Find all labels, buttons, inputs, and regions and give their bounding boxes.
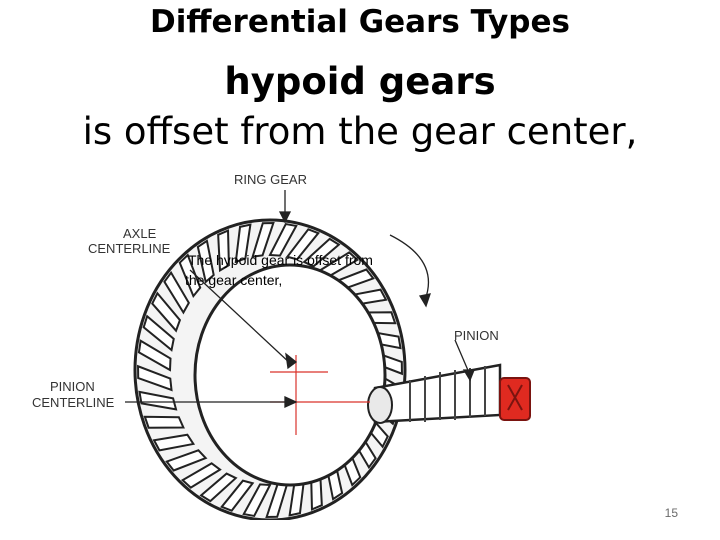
label-pinion-centerline-1: PINION [50, 379, 95, 394]
label-axle-centerline: CENTERLINE [88, 241, 170, 256]
gear-tooth [145, 417, 184, 428]
label-pinion-centerline-2: CENTERLINE [32, 395, 114, 410]
figure-caption-line2: the gear center, [185, 272, 282, 289]
slide-title: Differential Gears Types [0, 4, 720, 40]
page-number: 15 [665, 506, 678, 520]
figure-caption-line1: The hypoid gear is offset from [188, 252, 373, 269]
slide-heading: hypoid gears [0, 60, 720, 103]
label-pinion: PINION [454, 328, 499, 343]
ring-gear-inner [195, 265, 385, 485]
slide-subtitle: is offset from the gear center, [0, 110, 720, 153]
label-ring-gear: RING GEAR [234, 172, 307, 187]
hypoid-gear-diagram: RING GEAR AXLE CENTERLINE PINION PINION … [30, 160, 550, 520]
label-axle: AXLE [123, 226, 156, 241]
